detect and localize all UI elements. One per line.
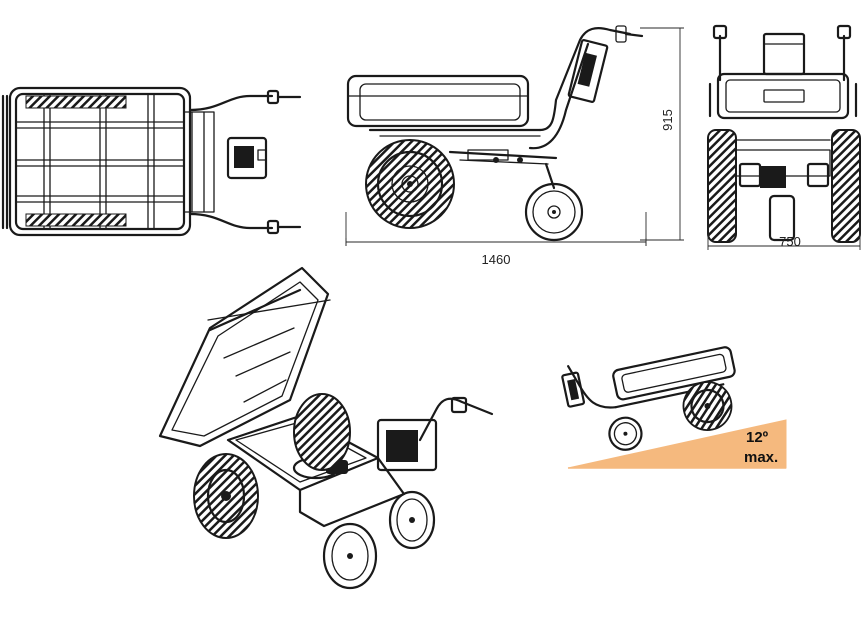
side-view <box>346 25 644 242</box>
dimension-lines-front <box>707 210 861 250</box>
dimension-lines-side <box>345 27 684 246</box>
front-view <box>707 24 861 243</box>
slope-angle: 12º <box>746 429 769 446</box>
isometric-view-tipped <box>158 266 494 590</box>
slope-qualifier: max. <box>744 449 778 466</box>
height-dimension: 915 <box>660 109 675 131</box>
width-dimension: 750 <box>779 234 801 249</box>
slope-view <box>561 346 787 469</box>
length-dimension: 1460 <box>482 252 511 267</box>
top-view <box>1 86 302 237</box>
